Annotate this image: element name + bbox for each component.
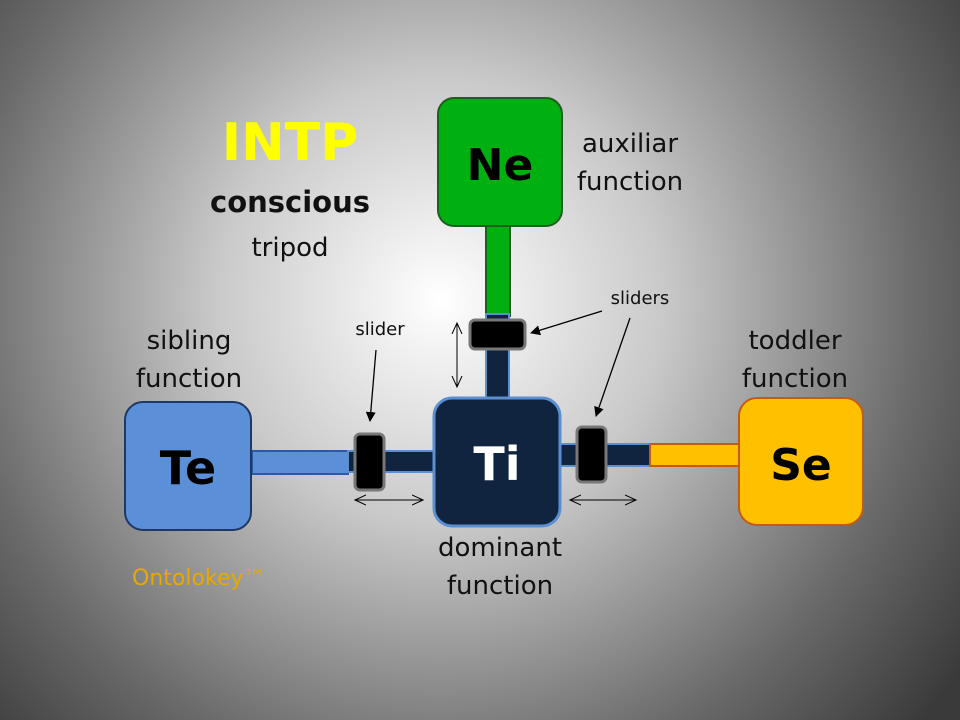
sliders-pointer-top (530, 310, 603, 336)
slider-label: slider (355, 319, 405, 340)
toddler-label-2: function (742, 364, 848, 394)
subtitle-bold: conscious (210, 185, 370, 219)
auxiliary-function-box: Ne (437, 97, 563, 227)
sliders-label: sliders (611, 288, 670, 309)
slider-top[interactable] (468, 318, 527, 351)
slider-right[interactable] (575, 425, 608, 484)
slider-pointer-left (365, 349, 377, 422)
title: INTP (222, 113, 358, 173)
dominant-function-box: Ti (432, 396, 562, 528)
sibling-label-2: function (136, 364, 242, 394)
auxiliary-code: Ne (467, 140, 534, 191)
toddler-code: Se (770, 440, 832, 491)
sibling-label-1: sibling (147, 326, 232, 356)
toddler-function-box: Se (738, 397, 864, 526)
sliders-pointer-right (594, 317, 631, 417)
toddler-label-1: toddler (748, 326, 841, 356)
dominant-label-2: function (447, 571, 553, 601)
sibling-bar (251, 450, 349, 475)
sibling-function-box: Te (124, 401, 252, 531)
subtitle: tripod (251, 233, 328, 263)
auxiliary-label-2: function (577, 167, 683, 197)
brand-label: Ontolokey™ (132, 566, 265, 591)
auxiliary-label-1: auxiliar (582, 129, 678, 159)
slider-left[interactable] (353, 432, 386, 492)
dominant-label-1: dominant (438, 533, 562, 563)
auxiliary-bar (485, 225, 511, 317)
sibling-code: Te (160, 441, 216, 495)
dominant-code: Ti (473, 437, 520, 491)
toddler-bar (649, 443, 741, 467)
